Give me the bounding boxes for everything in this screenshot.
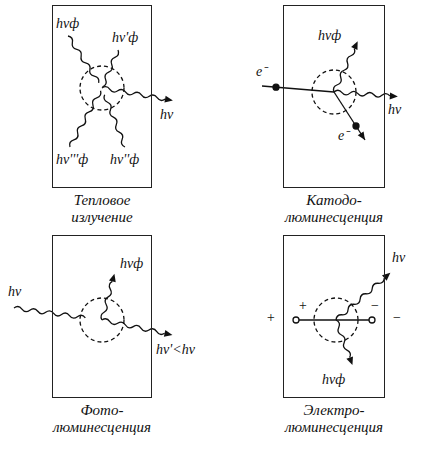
photon-arrow — [331, 40, 361, 94]
electron-dot — [273, 84, 279, 90]
electrode — [293, 317, 299, 323]
photon-arrow — [333, 319, 356, 366]
symbol-label: hν — [392, 250, 405, 266]
arrowhead — [351, 40, 361, 50]
symbol-label: hν — [160, 107, 173, 123]
symbol-label: hνф — [322, 372, 345, 388]
electrode — [369, 317, 375, 323]
photon-wave — [100, 281, 114, 321]
panel-caption: Фото-люминесценция — [53, 402, 151, 436]
field-line — [296, 319, 372, 320]
symbol-label: hν — [388, 102, 401, 118]
symbol-label: − — [370, 298, 379, 314]
photon-waves — [14, 35, 398, 366]
symbol-label: hν'<hν — [156, 342, 195, 358]
panel-caption: Электро-люминесценция — [285, 402, 383, 436]
symbol-label: + — [298, 298, 307, 314]
symbol-label: + — [266, 310, 275, 326]
symbol-label: hνф — [56, 16, 79, 32]
photon-arrow — [101, 317, 173, 339]
photon-wave — [335, 277, 386, 322]
photon-wave — [332, 48, 356, 93]
photon-wave — [66, 35, 100, 84]
photon-wave — [103, 94, 127, 148]
photon-wave — [102, 86, 166, 101]
symbol-label: hν'ф — [112, 30, 138, 46]
arrowhead — [164, 330, 173, 339]
photon-wave — [68, 90, 102, 148]
photon-arrow — [101, 85, 173, 104]
symbol-label: hν''ф — [110, 152, 139, 168]
symbol-label: e⁻ — [338, 128, 349, 144]
arrowhead — [109, 273, 118, 283]
electron-dot — [353, 123, 359, 129]
arrowhead — [164, 96, 173, 104]
symbol-label: e⁻ — [256, 64, 267, 80]
panel-caption: Катодо-люминесценция — [285, 192, 383, 226]
panel-caption: Тепловое излучение — [71, 192, 132, 226]
photon-arrow — [99, 273, 118, 321]
symbol-label: hνф — [120, 256, 143, 272]
symbol-label: − — [392, 310, 401, 326]
photon-wave — [101, 49, 120, 87]
arrowhead — [358, 131, 368, 142]
arrowhead — [390, 92, 398, 100]
photon-wave — [14, 306, 86, 320]
photon-wave — [334, 319, 351, 358]
arrowhead — [382, 270, 393, 281]
photon-wave — [334, 90, 390, 98]
photon-arrow — [334, 89, 398, 100]
symbol-label: hν'''ф — [56, 152, 88, 168]
photon-wave — [102, 318, 165, 335]
arrowhead — [346, 356, 355, 366]
symbol-label: hν — [8, 284, 21, 300]
photon-arrow — [334, 270, 393, 323]
symbol-label: hνф — [318, 28, 341, 44]
